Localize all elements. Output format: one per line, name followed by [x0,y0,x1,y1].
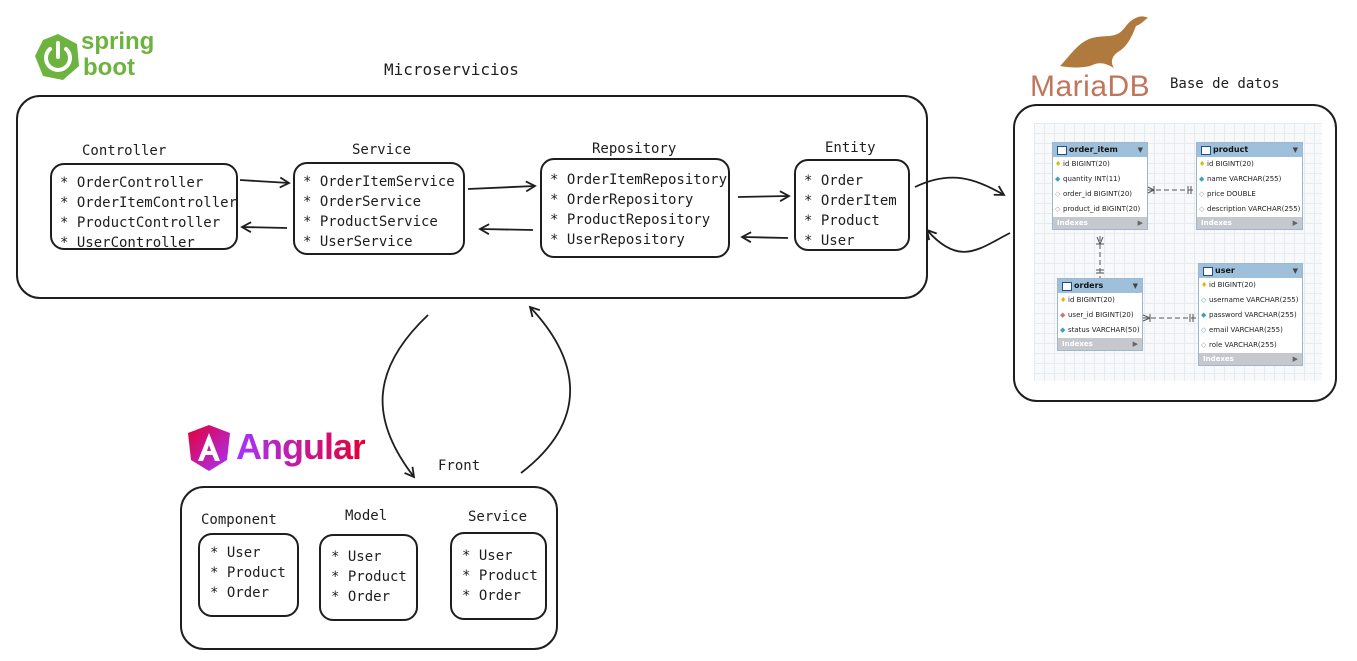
angular-logo-text: Angular [236,426,366,467]
er-indexes-label: Indexes [1201,219,1232,227]
er-table-name: product [1213,145,1249,154]
frontend-title: Front [438,458,481,474]
entity-label: Entity [825,140,876,156]
front-service-item: Product [462,566,545,586]
repository-item: OrderRepository [550,190,728,210]
er-indexes-label: Indexes [1057,219,1088,227]
er-indexes-label: Indexes [1062,340,1093,348]
service-item: OrderItemService [303,172,463,192]
er-column: password VARCHAR(255) [1209,311,1297,319]
er-column: order_id BIGINT(20) [1063,190,1133,198]
service-item: UserService [303,232,463,252]
er-column: id BIGINT(20) [1207,160,1254,168]
arrow-database-to-entity [925,228,1011,253]
repository-box: OrderItemRepository OrderRepository Prod… [540,158,730,258]
service-box: OrderItemService OrderService ProductSer… [293,162,465,255]
er-column: id BIGINT(20) [1063,160,1110,168]
er-table-name: orders [1074,281,1104,290]
component-label: Component [201,512,277,528]
repository-label: Repository [592,141,677,157]
arrow-entity-to-database [914,176,1006,196]
front-service-item: User [462,546,545,566]
arrow-front-to-backend [520,305,571,474]
er-column: role VARCHAR(255) [1209,341,1277,349]
entity-box: Order OrderItem Product User [794,159,910,251]
service-item: ProductService [303,212,463,232]
component-item: Order [210,583,297,603]
controller-item: UserController [60,233,236,253]
repository-item: OrderItemRepository [550,170,728,190]
repository-item: ProductRepository [550,210,728,230]
spring-boot-logo: spring boot [33,28,173,84]
entity-item: Product [804,211,908,231]
database-title: Base de datos [1170,76,1280,92]
er-table-user: user▼ ♦id BIGINT(20) ◇username VARCHAR(2… [1198,263,1303,366]
angular-shield-icon [188,425,230,471]
er-column: description VARCHAR(255) [1207,205,1301,213]
spring-logo-text-1: spring [81,28,155,55]
model-label: Model [345,508,388,524]
er-column: quantity INT(11) [1063,175,1121,183]
angular-logo: Angular [186,424,386,474]
backend-title: Microservicios [384,60,519,79]
er-indexes-label: Indexes [1203,355,1234,363]
service-label: Service [352,142,412,158]
er-column: price DOUBLE [1207,190,1256,198]
model-item: Product [331,567,416,587]
arrow-backend-to-front [381,314,429,479]
controller-item: ProductController [60,213,236,233]
er-column: id BIGINT(20) [1209,281,1256,289]
er-column: status VARCHAR(50) [1068,326,1140,334]
component-box: User Product Order [198,533,299,617]
er-column: id BIGINT(20) [1068,296,1115,304]
er-table-product: product▼ ♦id BIGINT(20) ◆name VARCHAR(25… [1196,142,1303,230]
spring-power-icon [35,34,79,80]
entity-item: User [804,231,908,251]
controller-label: Controller [82,143,167,159]
service-item: OrderService [303,192,463,212]
entity-item: OrderItem [804,191,908,211]
component-item: User [210,543,297,563]
mariadb-logo: MariaDB [1030,12,1160,103]
front-service-box: User Product Order [450,532,547,620]
er-column: username VARCHAR(255) [1209,296,1299,304]
mariadb-logo-text: MariaDB [1030,70,1151,103]
front-service-label: Service [468,509,528,525]
mariadb-seal-icon [1060,16,1148,69]
controller-item: OrderItemController [60,193,237,213]
model-item: Order [331,587,416,607]
front-service-item: Order [462,586,545,606]
er-column: user_id BIGINT(20) [1068,311,1134,319]
spring-logo-text-2: boot [83,54,135,81]
er-table-orders: orders▼ ♦id BIGINT(20) ◆user_id BIGINT(2… [1057,278,1143,351]
repository-item: UserRepository [550,230,728,250]
er-table-name: user [1215,266,1235,275]
er-column: product_id BIGINT(20) [1063,205,1141,213]
er-table-order-item: order_item▼ ♦id BIGINT(20) ◆quantity INT… [1052,142,1148,230]
controller-item: OrderController [60,173,236,193]
entity-item: Order [804,171,908,191]
er-column: name VARCHAR(255) [1207,175,1282,183]
model-item: User [331,547,416,567]
component-item: Product [210,563,297,583]
er-column: email VARCHAR(255) [1209,326,1283,334]
er-table-name: order_item [1069,145,1118,154]
model-box: User Product Order [319,534,418,621]
controller-box: OrderController OrderItemController Prod… [50,163,238,253]
